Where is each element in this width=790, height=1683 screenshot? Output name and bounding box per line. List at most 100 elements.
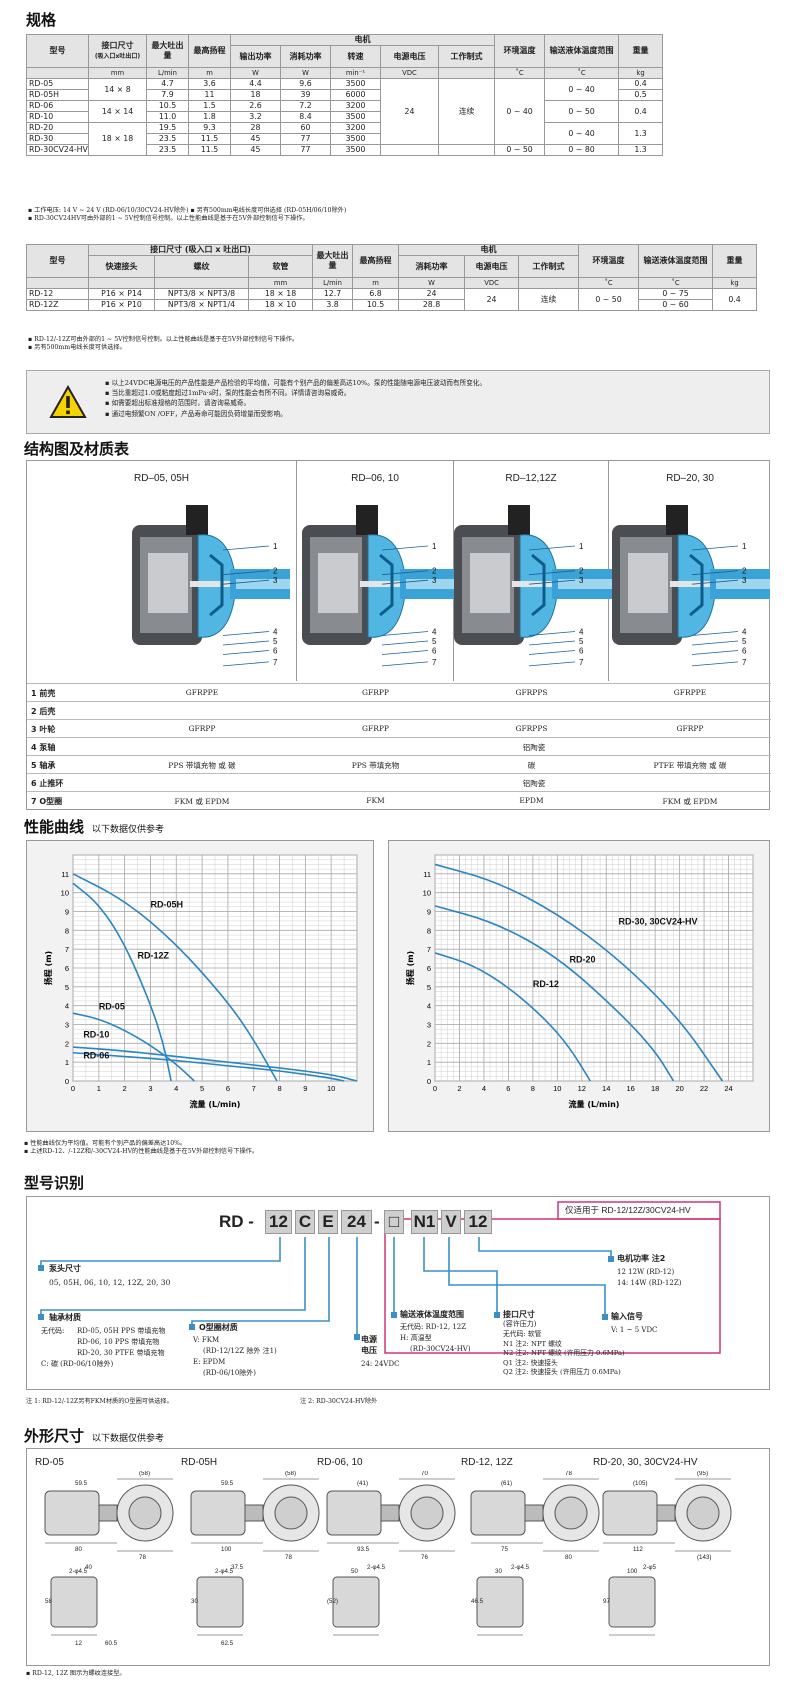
x-tick-label: 6 <box>506 1084 510 1093</box>
impeller <box>689 553 704 617</box>
y-tick-label: 7 <box>65 945 69 954</box>
port-cell: 14 × 14 <box>88 100 147 123</box>
cons-cell: 9.6 <box>280 78 331 90</box>
y-tick-label: 2 <box>427 1039 431 1048</box>
dim-label: (58) <box>139 1471 150 1477</box>
rotor <box>470 553 510 613</box>
port-title: 接口尺寸 <box>503 1310 535 1319</box>
dim-label: 60.5 <box>105 1640 118 1647</box>
dim-label: (61) <box>501 1480 512 1487</box>
model-leader-lines <box>38 1201 721 1354</box>
y-tick-label: 9 <box>427 908 431 917</box>
x-tick-label: 2 <box>123 1084 127 1093</box>
dim-model-title: RD-06, 10 <box>317 1457 363 1468</box>
material-cell: GFRPPS <box>515 724 548 733</box>
h-volt: 电源电压 <box>380 45 439 68</box>
section-title-performance: 性能曲线以下数据仅供参考 <box>24 816 164 837</box>
duty-cell: 连续 <box>518 288 580 311</box>
series-label: RD-12 <box>533 979 559 989</box>
series-label: RD-30, 30CV24-HV <box>618 917 697 927</box>
material-cell: GFRPP <box>188 724 216 733</box>
inlet-nozzle <box>656 1504 676 1522</box>
amb-cell: 0 ~ 50 <box>494 144 546 156</box>
dim-label: 62.5 <box>221 1640 234 1647</box>
callout-number: 4 <box>273 628 278 637</box>
inlet-nozzle <box>98 1504 118 1522</box>
series-label: RD-06 <box>83 1050 109 1060</box>
speed-cell: 3500 <box>330 133 381 145</box>
warning-triangle-icon <box>49 385 87 418</box>
material-part-label: 6 止推环 <box>31 779 64 788</box>
port-title-2: (容许压力) <box>503 1320 537 1328</box>
pump-side-view <box>190 1490 246 1536</box>
liq-cell: 0 ~ 40 <box>544 122 620 145</box>
x-tick-label: 7 <box>252 1084 256 1093</box>
h2-flow: 最大吐出量 <box>312 244 354 278</box>
model-cell: RD-30CV24-HV <box>26 144 89 156</box>
pump-shaft <box>190 581 230 587</box>
callout-number: 5 <box>742 637 747 646</box>
h2-port: 接口尺寸 (吸入口 x 吐出口) <box>87 244 314 256</box>
callout-line <box>528 570 576 576</box>
model-cell: RD-05 <box>26 78 89 90</box>
inlet-nozzle <box>244 1504 264 1522</box>
dim-label: 78 <box>285 1554 292 1561</box>
callout-line <box>381 661 429 667</box>
dim-label: (58) <box>285 1471 296 1477</box>
structure-panel: RD–05, 05H RD–06, 10 RD–12,12Z RD–20, 30… <box>26 460 771 810</box>
dim-label: 30 <box>191 1598 198 1605</box>
y-tick-label: 5 <box>427 983 431 992</box>
material-part-label: 5 轴承 <box>31 761 56 770</box>
series-line <box>434 952 592 1082</box>
unit-c1: ˚C <box>578 277 640 289</box>
note-line: ▪ 工作电压: 14 V ~ 24 V (RD-06/10/30CV24-HV除… <box>28 207 347 214</box>
cons-cell: 7.2 <box>280 100 331 112</box>
h-duty: 工作制式 <box>437 45 496 68</box>
x-tick-label: 5 <box>200 1084 204 1093</box>
quick-cell: P16 × P14 <box>88 288 155 300</box>
pump-shaft <box>360 581 400 587</box>
out-cell: 18 <box>230 89 281 101</box>
head-cell: 11.5 <box>188 133 231 145</box>
y-tick-label: 3 <box>427 1021 431 1030</box>
amb-cell: 0 ~ 50 <box>578 288 640 311</box>
wt-cell: 1.3 <box>618 144 664 156</box>
material-cell: GFRPP <box>362 724 389 733</box>
series-line <box>72 1012 195 1082</box>
dim-label: 2-φ4.5 <box>367 1564 386 1571</box>
callout-number: 7 <box>432 658 437 667</box>
dim-label: 37.5 <box>231 1564 244 1571</box>
callout-number: 3 <box>273 576 278 585</box>
y-tick-label: 4 <box>65 1002 69 1011</box>
perf-notes: ▪ 性能曲线仅为平均值。可能有个别产品的偏差高达10%。 ▪ 上述RD-12、/… <box>24 1140 258 1156</box>
note-line: ▪ 另有500mm电线长度可供选择。 <box>28 344 126 351</box>
y-tick-label: 8 <box>65 926 69 935</box>
dim-label: 58 <box>45 1598 52 1605</box>
y-tick-label: 6 <box>427 964 431 973</box>
head-cell: 3.6 <box>188 78 231 90</box>
dim-label: 30 <box>495 1568 502 1575</box>
callout-number: 5 <box>273 637 278 646</box>
flow-cell: 11.0 <box>146 111 189 123</box>
pump-section-4 <box>612 505 770 645</box>
h-liq: 输送液体温度范围 <box>544 34 620 68</box>
model-note-1: 注 1: RD-12/-12Z另有FKM材质的O型圈可供选择。 <box>26 1398 173 1405</box>
dim-label: 75 <box>501 1546 508 1553</box>
callout-number: 7 <box>742 658 747 667</box>
callout-number: 7 <box>273 658 278 667</box>
inlet-nozzle <box>380 1504 400 1522</box>
bearing-line: C: 碳 (RD-06/10除外) <box>41 1360 114 1368</box>
section-title-dims: 外形尺寸以下数据仅供参考 <box>24 1425 164 1446</box>
head-cell: 1.8 <box>188 111 231 123</box>
major-grid <box>434 855 753 1082</box>
material-cell: GFRPPE <box>185 688 219 697</box>
quick-cell: P16 × P10 <box>88 299 155 311</box>
callout-number: 1 <box>742 542 747 551</box>
callout-line <box>222 640 270 646</box>
pump-front-inner <box>128 1496 162 1530</box>
section-title-structure: 结构图及材质表 <box>24 441 130 458</box>
dim-label: 80 <box>75 1546 82 1553</box>
h2-liq: 输送液体温度范围 <box>638 244 714 278</box>
